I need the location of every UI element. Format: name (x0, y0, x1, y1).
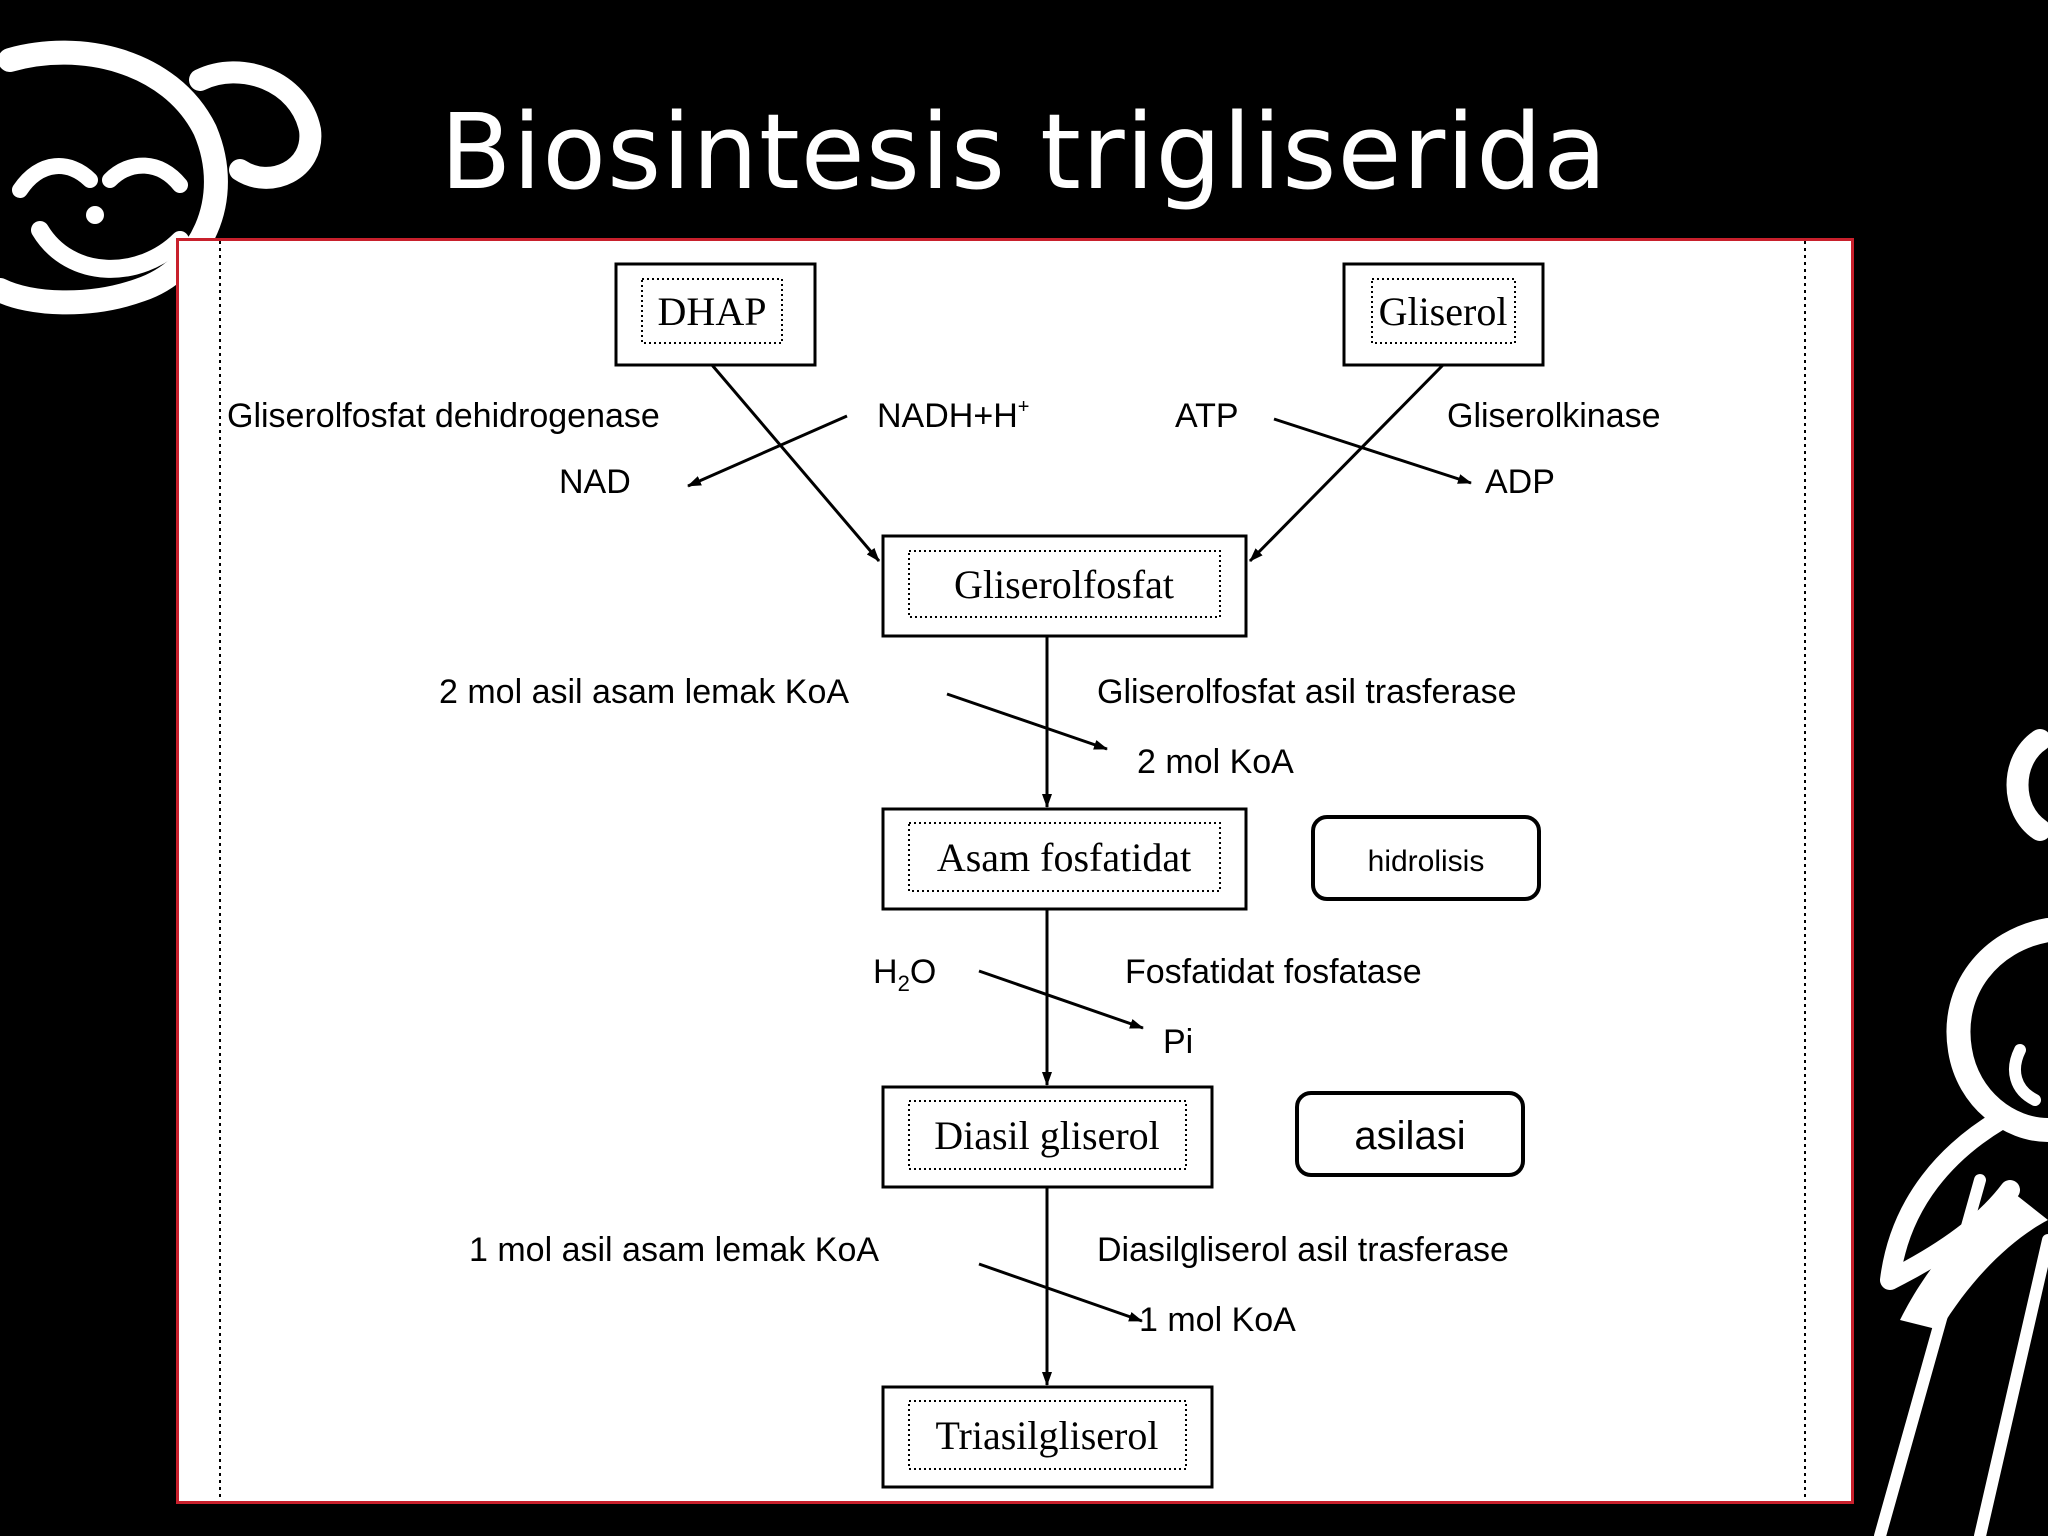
compound-label-gliserol: Gliserol (1379, 289, 1508, 334)
note-label-hidrolisis: hidrolisis (1368, 845, 1485, 878)
label-asil-koa-2: 2 mol asil asam lemak KoA (439, 673, 849, 711)
pathway-diagram: DHAP Gliserol Gliserolfosfat Asam fosfat… (176, 238, 1854, 1504)
arrow-dhap-to-gliserolfosfat (710, 364, 881, 562)
label-koa-1: 1 mol KoA (1139, 1301, 1296, 1339)
note-box-asilasi: asilasi (1295, 1091, 1525, 1177)
slide-title: Biosintesis trigliserida (440, 91, 1608, 213)
arrow-atp-to-adp (1273, 417, 1472, 485)
compound-label-asam-fosfatidat: Asam fosfatidat (937, 835, 1191, 880)
label-gliserolkinase: Gliserolkinase (1447, 397, 1661, 435)
label-diasilgliserol-asil-trasferase: Diasilgliserol asil trasferase (1097, 1231, 1509, 1269)
label-gliserolfosfat-asil-trasferase: Gliserolfosfat asil trasferase (1097, 673, 1517, 711)
label-atp: ATP (1175, 397, 1239, 435)
label-adp: ADP (1485, 463, 1555, 501)
arrow-gliserol-to-gliserolfosfat (1248, 363, 1445, 563)
note-box-hidrolisis: hidrolisis (1311, 815, 1541, 901)
label-gliserolfosfat-dehidrogenase: Gliserolfosfat dehidrogenase (227, 397, 660, 435)
compound-box-dhap: DHAP (614, 262, 817, 367)
label-nadh: NADH+H+ (877, 396, 1029, 435)
compound-box-diasil-gliserol: Diasil gliserol (881, 1085, 1214, 1189)
cartoon-girl-left-illustration (0, 40, 322, 315)
label-nad: NAD (559, 463, 631, 501)
compound-box-asam-fosfatidat: Asam fosfatidat (881, 807, 1248, 911)
note-label-asilasi: asilasi (1354, 1114, 1465, 1158)
label-fosfatidat-fosfatase: Fosfatidat fosfatase (1125, 953, 1422, 991)
compound-label-triasilgliserol: Triasilgliserol (936, 1413, 1159, 1458)
arrow-h2o-to-pi (978, 969, 1144, 1030)
cartoon-girl-right-illustration (1874, 729, 2048, 1536)
label-koa-2: 2 mol KoA (1137, 743, 1294, 781)
compound-label-dhap: DHAP (658, 289, 767, 334)
label-h2o: H2O (873, 953, 936, 996)
arrow-nadh-to-nad (687, 414, 848, 488)
compound-box-gliserolfosfat: Gliserolfosfat (881, 534, 1248, 638)
compound-box-gliserol: Gliserol (1342, 262, 1545, 367)
arrow-asil-koa-1-to-koa-1 (978, 1262, 1143, 1323)
compound-box-triasilgliserol: Triasilgliserol (881, 1385, 1214, 1489)
compound-label-diasil-gliserol: Diasil gliserol (934, 1113, 1160, 1158)
label-pi: Pi (1163, 1023, 1193, 1061)
label-asil-koa-1: 1 mol asil asam lemak KoA (469, 1231, 879, 1269)
compound-label-gliserolfosfat: Gliserolfosfat (954, 562, 1174, 607)
arrow-asil-koa-2-to-koa-2 (946, 692, 1108, 751)
